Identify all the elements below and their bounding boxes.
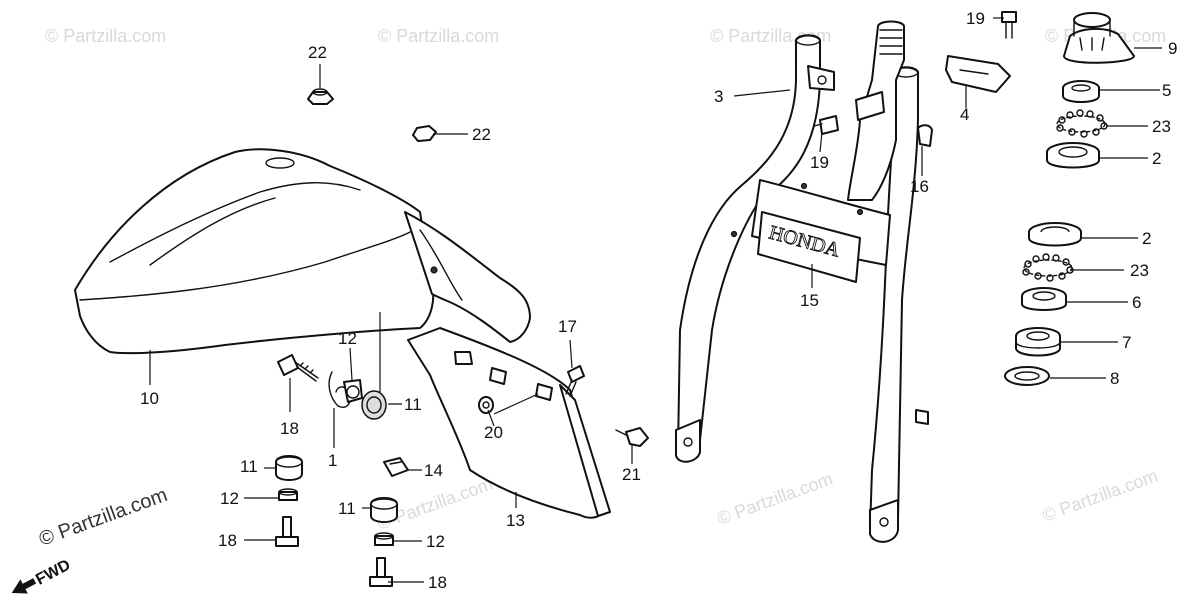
callout-12: 12 bbox=[338, 329, 357, 348]
part-bolt-19-top bbox=[1001, 11, 1017, 39]
fwd-arrow-icon bbox=[11, 578, 37, 594]
part-bolt-19-mid bbox=[813, 115, 839, 135]
part-race-2-bottom bbox=[1028, 222, 1082, 247]
callout-2: 2 bbox=[1142, 229, 1151, 248]
watermark-text: © Partzilla.com bbox=[1040, 465, 1161, 525]
part-nut-22-top bbox=[307, 88, 334, 105]
part-race-6 bbox=[1021, 287, 1067, 311]
callout-9: 9 bbox=[1168, 39, 1177, 58]
callout-2: 2 bbox=[1152, 149, 1161, 168]
part-collar-12-left bbox=[278, 488, 298, 501]
callout-22: 22 bbox=[472, 125, 491, 144]
part-clip-14 bbox=[383, 457, 409, 477]
part-bearing-balls-23-top bbox=[1056, 109, 1108, 138]
callout-19: 19 bbox=[810, 153, 829, 172]
part-front-fender bbox=[74, 148, 531, 355]
part-washer-20 bbox=[478, 396, 494, 414]
callout-8: 8 bbox=[1110, 369, 1119, 388]
callout-7: 7 bbox=[1122, 333, 1131, 352]
callout-11: 11 bbox=[240, 457, 258, 476]
part-bolt-18-center bbox=[369, 557, 393, 587]
callout-1: 1 bbox=[328, 451, 337, 470]
part-bearing-balls-23-bottom bbox=[1022, 253, 1074, 282]
callout-18: 18 bbox=[218, 531, 237, 550]
watermark-prominent: © Partzilla.com bbox=[36, 484, 170, 551]
part-collar-12-fender bbox=[343, 379, 363, 403]
part-grommet-11-center bbox=[370, 497, 398, 523]
part-screw-21 bbox=[615, 427, 649, 447]
callout-23: 23 bbox=[1130, 261, 1149, 280]
part-number-plate-13 bbox=[407, 327, 611, 519]
part-wire-clip-1 bbox=[328, 371, 352, 408]
callout-6: 6 bbox=[1132, 293, 1141, 312]
callout-12: 12 bbox=[220, 489, 239, 508]
part-bolt-18-fender bbox=[277, 354, 319, 382]
part-race-2-top bbox=[1046, 142, 1100, 169]
watermark-text: © Partzilla.com bbox=[715, 468, 836, 528]
callout-13: 13 bbox=[506, 511, 525, 530]
callout-22: 22 bbox=[308, 43, 327, 62]
callout-4: 4 bbox=[960, 105, 969, 124]
callout-11: 11 bbox=[338, 499, 356, 518]
part-washer-8 bbox=[1004, 366, 1050, 386]
part-dust-seal-7 bbox=[1015, 327, 1061, 357]
part-race-5 bbox=[1062, 80, 1100, 103]
callout-3: 3 bbox=[714, 87, 723, 106]
part-collar-12-center bbox=[374, 532, 394, 546]
part-nut-22-mid bbox=[412, 125, 437, 142]
part-bolt-18-left bbox=[275, 516, 299, 547]
callout-18: 18 bbox=[428, 573, 447, 592]
callout-16: 16 bbox=[910, 177, 929, 196]
fwd-label: FWD bbox=[33, 557, 73, 589]
fwd-marker: FWD bbox=[11, 557, 73, 594]
watermark-text: © Partzilla.com bbox=[45, 26, 166, 46]
callout-23: 23 bbox=[1152, 117, 1171, 136]
callout-5: 5 bbox=[1162, 81, 1171, 100]
part-grommet-11-left bbox=[275, 455, 303, 481]
part-bracket-4 bbox=[945, 55, 1011, 93]
callout-10: 10 bbox=[140, 389, 159, 408]
callout-14: 14 bbox=[424, 461, 443, 480]
watermark-text: © Partzilla.com bbox=[378, 26, 499, 46]
part-grommet-11-fender bbox=[361, 390, 387, 420]
leader-lines bbox=[149, 17, 1162, 583]
callout-11: 11 bbox=[404, 395, 422, 414]
callouts: 22 22 10 12 11 18 1 11 12 18 14 11 12 18… bbox=[140, 9, 1177, 592]
callout-17: 17 bbox=[558, 317, 577, 336]
callout-21: 21 bbox=[622, 465, 641, 484]
callout-15: 15 bbox=[800, 291, 819, 310]
part-steering-nut-9 bbox=[1063, 12, 1135, 64]
callout-12: 12 bbox=[426, 532, 445, 551]
callout-20: 20 bbox=[484, 423, 503, 442]
part-bolt-17 bbox=[565, 365, 585, 397]
part-fork-3 bbox=[675, 20, 929, 543]
callout-19: 19 bbox=[966, 9, 985, 28]
callout-18: 18 bbox=[280, 419, 299, 438]
part-clip-16 bbox=[917, 124, 933, 147]
